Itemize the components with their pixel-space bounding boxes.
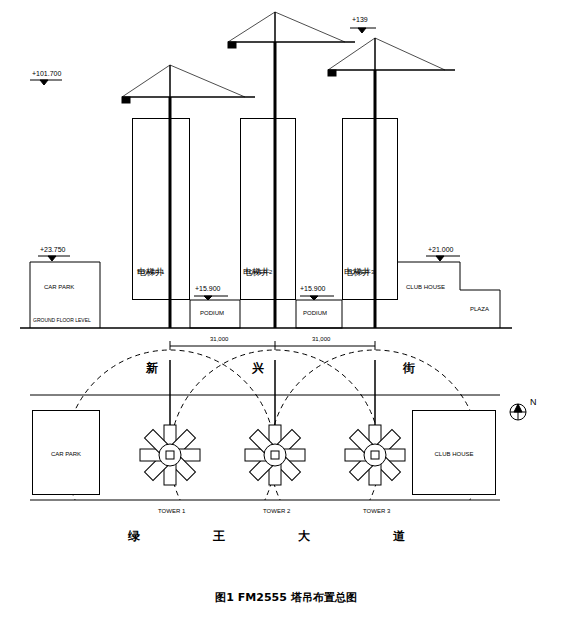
building-plan: CAR PARK [32,410,100,495]
building-name: CLUB HOUSE [406,284,445,290]
tower-core [159,444,181,466]
lift-core [166,451,174,459]
crane-jib [228,41,355,43]
level-mark: +21.000 [428,246,454,253]
lift-shaft: 电梯井 [344,268,371,277]
level-mark: +101.700 [32,70,61,77]
crane-mast [374,70,377,328]
road-name: 王 [213,530,225,542]
crane-jib [122,96,255,98]
building-name: PODIUM [303,310,327,316]
crane-apex [169,65,171,97]
level-mark: +23.750 [40,246,66,253]
road-name: 绿 [128,530,140,542]
road-name: 街 [403,362,415,374]
lift-core [271,451,279,459]
tower-core [364,444,386,466]
crane-tie [228,12,275,42]
building-name: CAR PARK [51,451,81,457]
dimension: 31,000 [210,336,228,342]
road-name: 道 [393,530,405,542]
dimension: 31,000 [312,336,330,342]
building-name: CLUB HOUSE [434,451,473,457]
building-name: CAR PARK [44,284,74,290]
figure-caption: 图1 FM2555 塔吊布置总图 [215,592,356,603]
crane-apex [374,38,376,70]
level-mark: +15.900 [195,285,221,292]
road-name: 兴 [252,362,264,374]
lift-shaft: 电梯井 [137,268,164,277]
tower-name: TOWER 1 [158,508,185,514]
crane-tie [328,38,375,70]
counterweight [122,97,130,103]
level-mark: +139 [352,16,368,23]
level-mark: +15.900 [300,285,326,292]
crane-tie [170,65,245,97]
road-name: 大 [298,530,310,542]
tower-name: TOWER 3 [363,508,390,514]
counterweight [328,70,336,76]
crane-tie [122,65,170,97]
building-name: PLAZA [470,306,489,312]
building-plan: CLUB HOUSE [412,410,496,495]
crane-jib [328,69,455,71]
level-note: GROUND FLOOR LEVEL [33,318,91,323]
crane-mast [274,42,277,328]
north-label: N [530,398,537,407]
tower-core [264,444,286,466]
crane-apex [274,12,276,42]
crane-mast [169,97,172,328]
building-name: PODIUM [200,310,224,316]
lift-shaft: 电梯井 [243,268,270,277]
tower-name: TOWER 2 [263,508,290,514]
crane-tie [275,12,345,42]
crane-tie [375,38,445,70]
road-name: 新 [146,362,158,374]
counterweight [228,42,236,48]
lift-core [371,451,379,459]
